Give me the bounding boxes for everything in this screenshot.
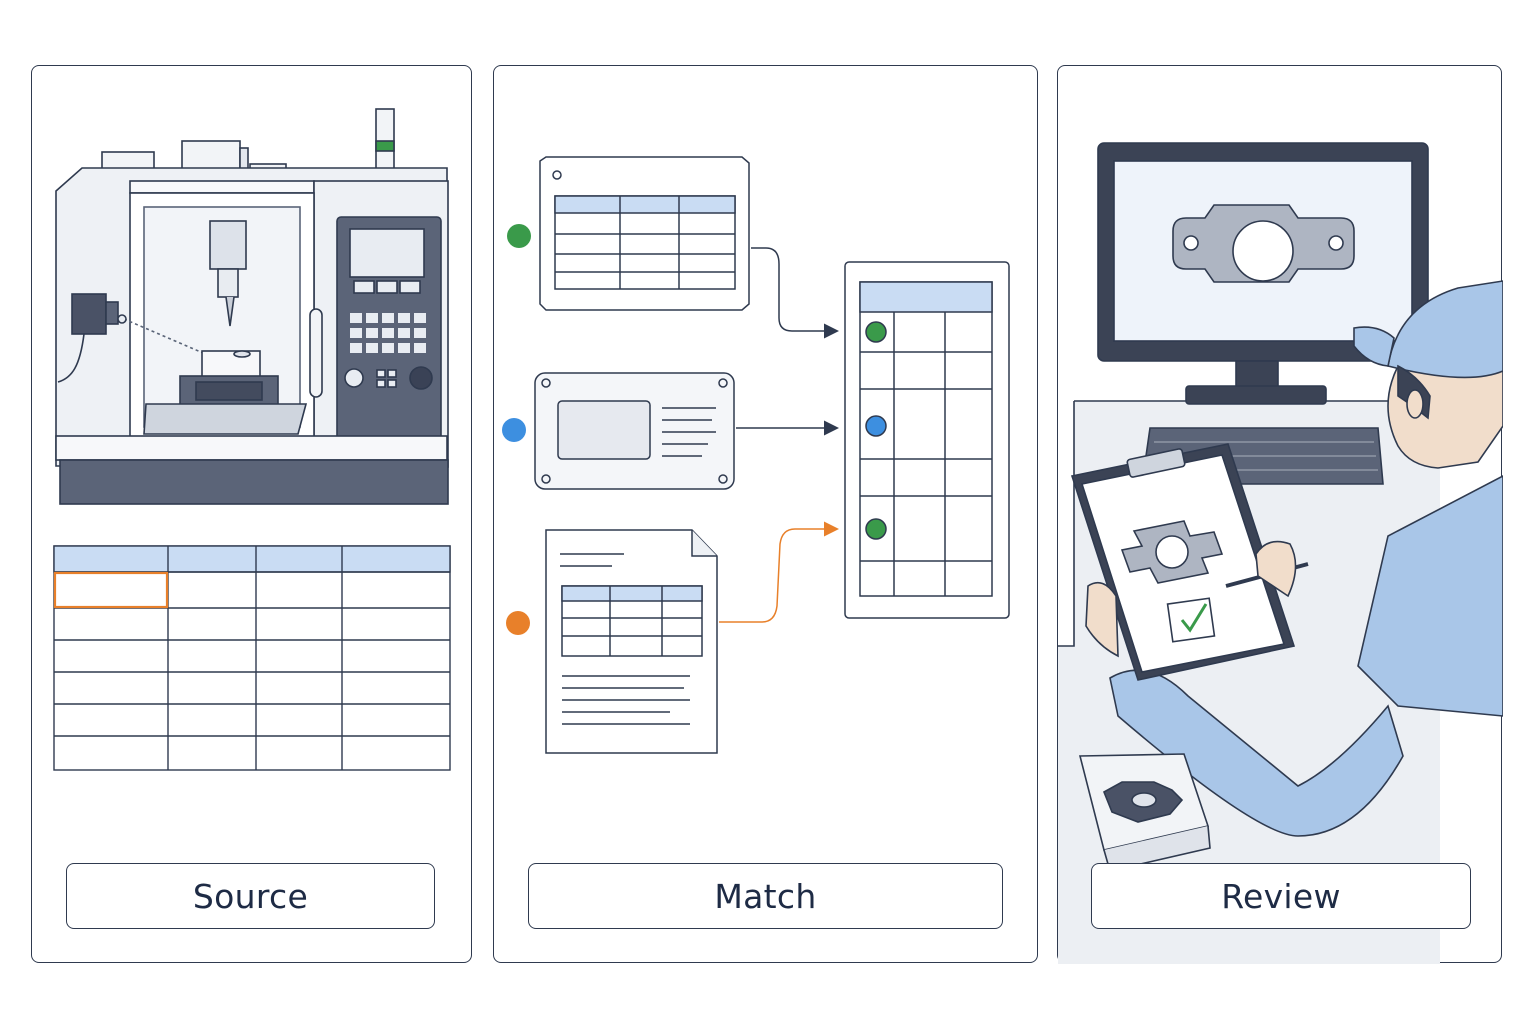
review-illustration [1058, 142, 1503, 964]
target-table [844, 261, 1010, 619]
arrow-connector [751, 247, 839, 339]
source-card-plate [534, 372, 735, 490]
review-label-button[interactable]: Review [1091, 863, 1471, 929]
match-panel: Match [493, 65, 1038, 963]
match-dot-blue [865, 415, 887, 437]
match-illustration [502, 156, 1010, 754]
status-dot-blue [502, 418, 526, 442]
source-panel: Source [31, 65, 472, 963]
status-dot-orange [506, 611, 530, 635]
reviewer-person-illustration [1109, 280, 1503, 837]
status-dot-green [507, 224, 531, 248]
match-dot-green [865, 321, 887, 343]
monitor-illustration [1097, 142, 1429, 405]
source-card-table [539, 156, 750, 311]
cnc-machine-illustration [55, 108, 449, 505]
source-illustration [53, 108, 451, 771]
review-panel: Review [1057, 65, 1503, 964]
source-card-document [545, 529, 718, 754]
match-label-button[interactable]: Match [528, 863, 1003, 929]
parts-tray-illustration [1078, 753, 1211, 872]
source-data-table [53, 545, 451, 771]
match-dot-green [865, 518, 887, 540]
source-label-button[interactable]: Source [66, 863, 435, 929]
highlighted-cell [53, 571, 169, 609]
arrow-connector [719, 521, 839, 623]
clipboard-illustration [1070, 443, 1296, 681]
